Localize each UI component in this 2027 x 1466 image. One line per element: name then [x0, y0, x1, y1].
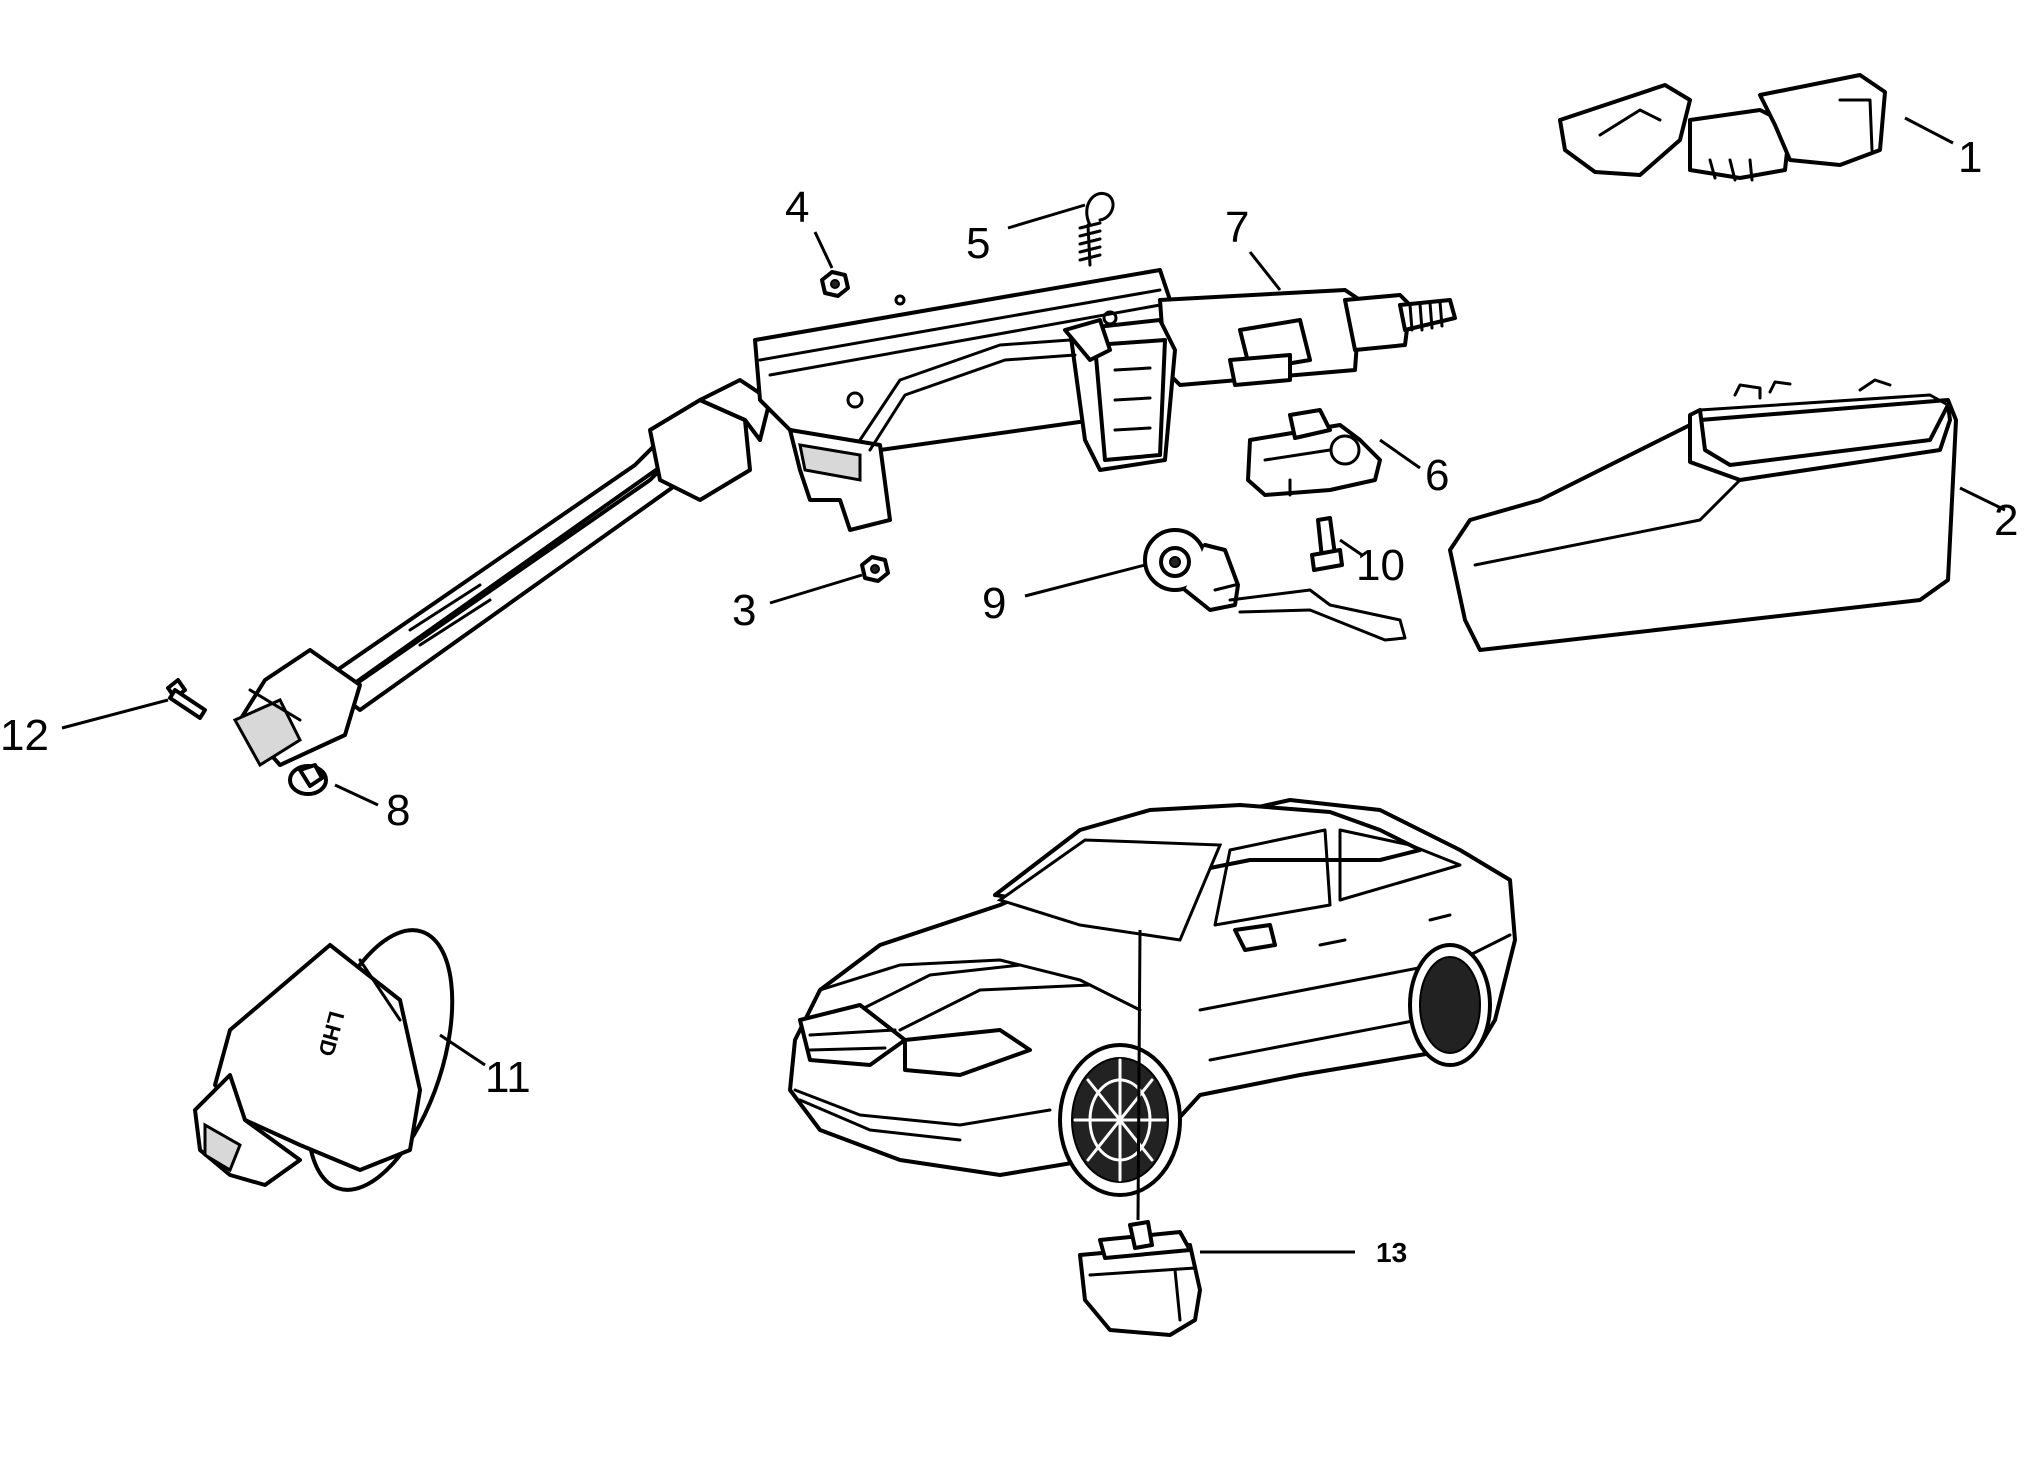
callout-7: 7 [1225, 203, 1249, 252]
part-3-nut [860, 555, 890, 583]
callout-2: 2 [1994, 496, 2018, 545]
callout-4: 4 [785, 183, 809, 232]
vehicle-sedan-illustration [788, 798, 1517, 1221]
callout-1: 1 [1958, 133, 1982, 182]
callout-numbers: 1 2 3 4 5 6 7 8 9 10 11 12 13 [0, 133, 2018, 1268]
part-7-steering-column [232, 268, 1457, 768]
callout-5: 5 [966, 219, 990, 268]
part-13-module [1078, 1220, 1202, 1337]
callout-6: 6 [1425, 451, 1449, 500]
part-9-lever [1143, 528, 1407, 642]
part-4-nut [820, 270, 850, 298]
callout-9: 9 [982, 579, 1006, 628]
callout-11: 11 [485, 1053, 531, 1102]
part-8-flange-nut [288, 763, 328, 796]
callout-10: 10 [1356, 541, 1405, 590]
part-2-shroud-lower [1448, 378, 1958, 652]
part-5-spring [1078, 191, 1115, 267]
callout-3: 3 [732, 586, 756, 635]
part-1-shroud-upper [1558, 73, 1887, 182]
part-11-lock-housing: LHD [193, 928, 455, 1192]
callout-13: 13 [1376, 1237, 1407, 1268]
part-10-bolt [1310, 516, 1344, 572]
callout-8: 8 [386, 786, 410, 835]
part-6-switch [1246, 408, 1382, 497]
part-12-bolt [166, 678, 207, 720]
leader-lines [61, 116, 2006, 1254]
callout-12: 12 [0, 711, 49, 760]
